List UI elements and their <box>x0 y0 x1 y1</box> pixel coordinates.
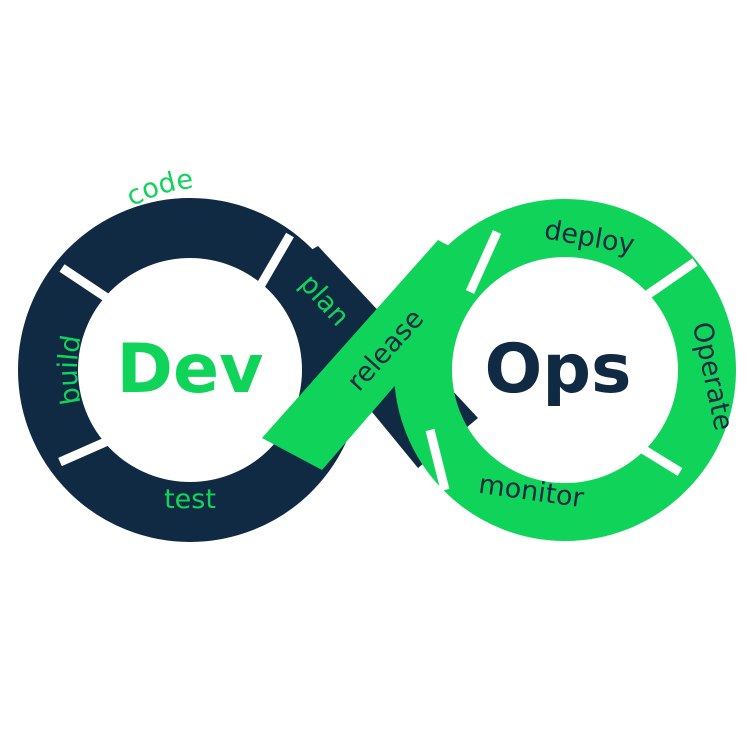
separator-deploy-operate <box>637 258 698 304</box>
stage-label-test: test <box>164 484 216 515</box>
separator-monitor-release <box>425 428 450 492</box>
ops-ring <box>394 199 736 541</box>
ops-title: Ops <box>485 330 632 409</box>
stage-label-build: build <box>53 333 88 407</box>
ops-loop <box>262 199 736 541</box>
separator-test-build <box>58 435 112 467</box>
separator-code-plan <box>254 232 294 293</box>
separator-build-code <box>59 264 113 304</box>
release-ribbon <box>262 240 495 470</box>
separator-release-deploy <box>465 230 502 294</box>
separator-operate-monitor <box>625 436 683 476</box>
dev-title: Dev <box>117 330 264 409</box>
